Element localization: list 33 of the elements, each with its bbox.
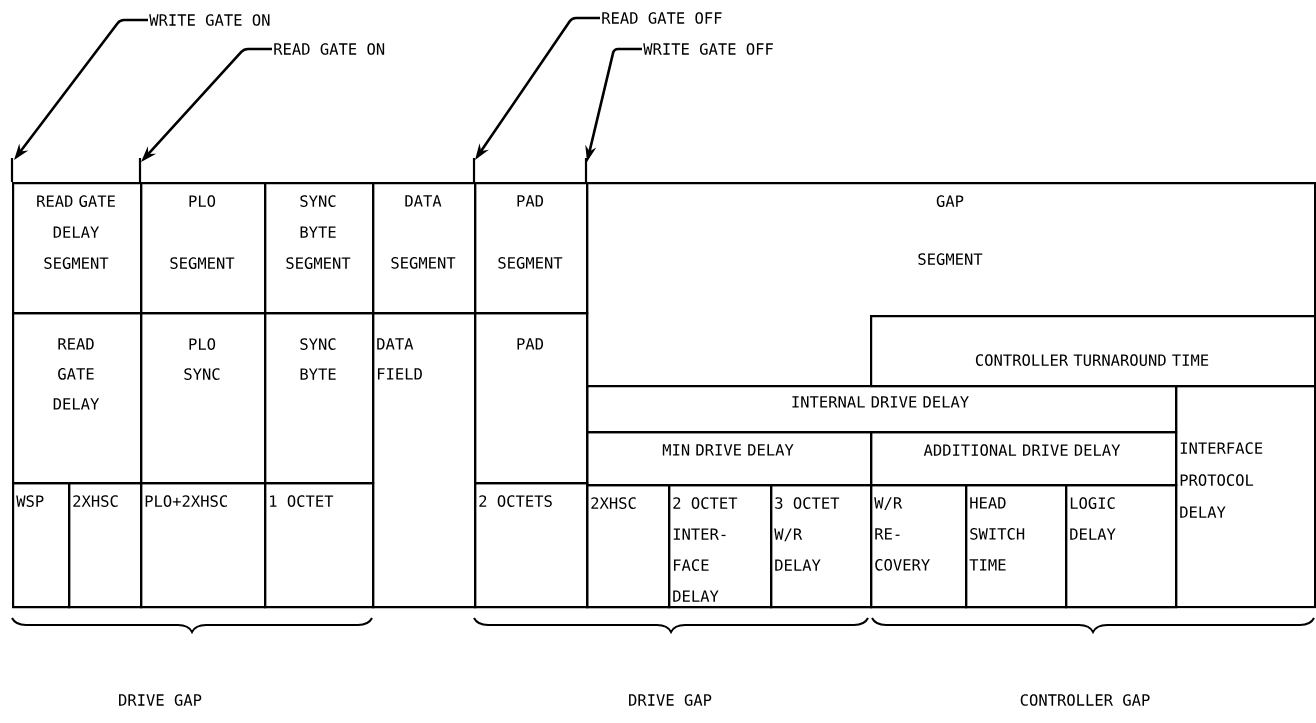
leader-text: WRITE GATE OFF xyxy=(643,43,773,55)
leader-text: READ GATE ON xyxy=(274,43,385,55)
leader-text: READ GATE OFF xyxy=(602,12,722,24)
table-cell: READ GATE DELAY xyxy=(12,312,143,485)
brace-label: DRIVE GAP xyxy=(119,694,202,706)
table-cell: CONTROLLER TURNAROUND TIME xyxy=(870,315,1316,388)
table-cell: PLO SYNC xyxy=(140,312,267,485)
table-cell: PAD xyxy=(474,312,589,485)
table-cell: 3 OCTET W/R DELAY xyxy=(770,484,873,609)
brace-label: DRIVE GAP xyxy=(629,694,712,706)
table-cell: READ GATE DELAY SEGMENT xyxy=(12,182,143,315)
table-cell: WSP xyxy=(12,482,71,609)
table-cell: PLO+2XHSC xyxy=(140,482,267,609)
table-cell: PAD SEGMENT xyxy=(474,182,589,315)
table-cell: SYNC BYTE xyxy=(264,312,375,485)
table-cell: INTERFACE PROTOCOL DELAY xyxy=(1175,385,1316,609)
table-cell: INTERNAL DRIVE DELAY xyxy=(586,385,1178,434)
table-cell: HEAD SWITCH TIME xyxy=(965,484,1068,609)
table-cell: ADDITIONAL DRIVE DELAY xyxy=(870,431,1178,487)
table-cell: 2XHSC xyxy=(68,482,143,609)
table-cell: PLO SEGMENT xyxy=(140,182,267,315)
table-cell: 1 OCTET xyxy=(264,482,375,609)
table-cell: W/R RE- COVERY xyxy=(870,484,968,609)
table-cell: 2 OCTETS xyxy=(474,482,589,609)
table-cell: 2XHSC xyxy=(586,484,671,609)
table-cell: SYNC BYTE SEGMENT xyxy=(264,182,375,315)
table-cell: DATA SEGMENT xyxy=(372,182,477,315)
table-cell: MIN DRIVE DELAY xyxy=(586,431,873,487)
table-cell: DATA FIELD xyxy=(372,312,477,609)
leader-text: WRITE GATE ON xyxy=(149,14,270,26)
table-cell: LOGIC DELAY xyxy=(1065,484,1178,609)
table-cell: 2 OCTET INTER- FACE DELAY xyxy=(668,484,773,609)
brace-label: CONTROLLER GAP xyxy=(1020,694,1150,706)
